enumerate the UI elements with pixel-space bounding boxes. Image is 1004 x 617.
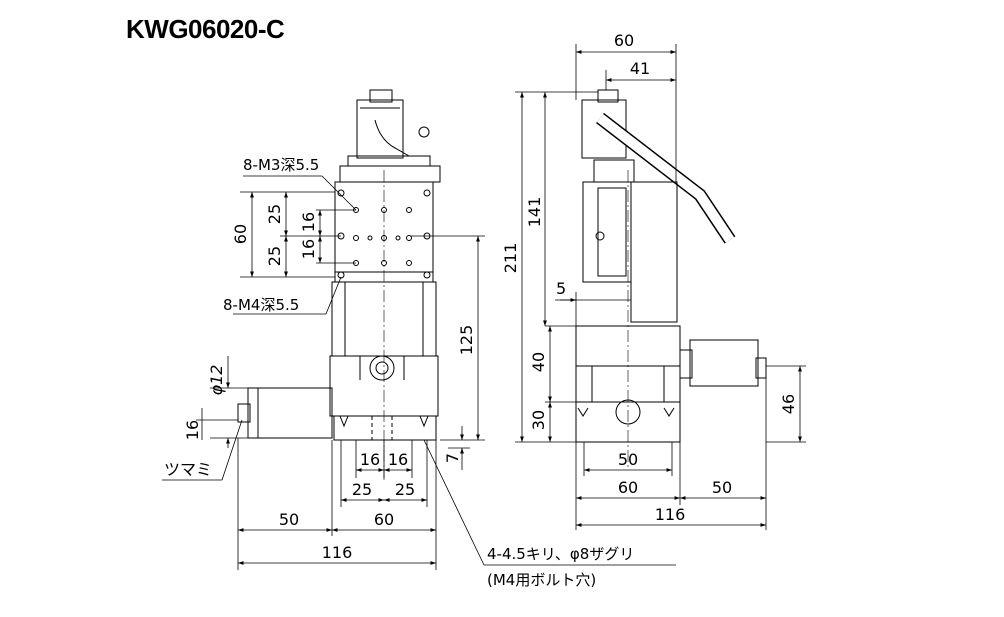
side-motor-housing xyxy=(581,99,627,159)
front-base-plate xyxy=(333,415,437,441)
front-hole-bottom-label: 8-M4深5.5 xyxy=(223,296,299,314)
front-center-bore xyxy=(369,355,395,381)
front-motor-housing xyxy=(356,99,404,159)
front-knob xyxy=(237,403,251,423)
side-dim-211: 211 xyxy=(501,243,520,274)
side-dim-60-bottom: 60 xyxy=(618,478,638,497)
side-knob-motor xyxy=(689,339,759,387)
front-dim-125: 125 xyxy=(457,325,476,356)
side-dim-141: 141 xyxy=(525,197,544,228)
side-column xyxy=(630,181,678,323)
front-dim-25-bottom: 25 xyxy=(265,246,284,266)
front-dim-25-left: 25 xyxy=(352,480,372,499)
front-knob-label: ツマミ xyxy=(164,460,212,479)
front-motor-cap xyxy=(369,89,393,103)
side-dim-116: 116 xyxy=(655,505,686,524)
front-dim-16-bottom: 16 xyxy=(299,239,318,259)
side-dim-60-top: 60 xyxy=(614,31,634,50)
side-dim-46: 46 xyxy=(779,394,798,414)
side-table xyxy=(582,181,632,283)
front-dim-phi12: φ12 xyxy=(207,365,226,396)
front-dim-50: 50 xyxy=(279,510,299,529)
front-dim-16-knob: 16 xyxy=(183,420,202,440)
front-dim-60: 60 xyxy=(374,510,394,529)
side-dim-41: 41 xyxy=(630,59,650,78)
front-knob-body xyxy=(247,387,333,439)
side-motor-cap xyxy=(597,89,619,103)
drawing-title: KWG06020-C xyxy=(126,14,285,44)
front-hole-top-label: 8-M3深5.5 xyxy=(243,156,319,174)
front-dim-16-right: 16 xyxy=(388,450,408,469)
side-dim-30: 30 xyxy=(529,410,548,430)
front-dim-116: 116 xyxy=(322,543,353,562)
front-dim-25-right: 25 xyxy=(395,480,415,499)
side-dim-50-right: 50 xyxy=(712,478,732,497)
side-dim-50-base: 50 xyxy=(618,450,638,469)
side-dim-5: 5 xyxy=(556,279,566,298)
side-view xyxy=(575,89,767,470)
front-mount-note-2: (M4用ボルト穴) xyxy=(487,571,596,589)
front-cable-gland xyxy=(418,126,430,138)
front-mount-note-1: 4-4.5キリ、φ8ザグリ xyxy=(487,545,634,563)
front-dim-25-top: 25 xyxy=(265,204,284,224)
front-dim-60-vert: 60 xyxy=(231,224,250,244)
front-dim-7: 7 xyxy=(443,453,462,463)
front-view xyxy=(237,89,441,480)
side-dim-40: 40 xyxy=(529,352,548,372)
front-dim-16-left: 16 xyxy=(360,450,380,469)
front-dim-16-top: 16 xyxy=(299,212,318,232)
